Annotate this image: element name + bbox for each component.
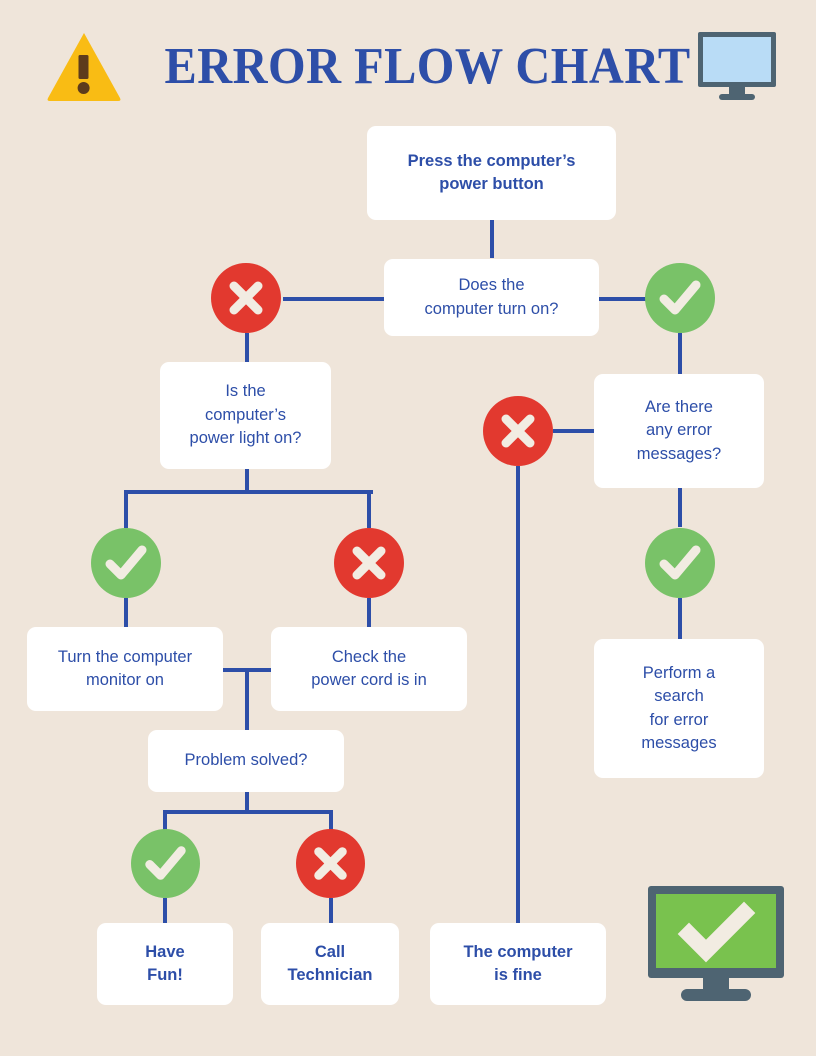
node-turn-monitor-on[interactable]: Turn the computer monitor on [27, 627, 223, 711]
marker-cross-problem-not-solved[interactable] [296, 829, 365, 898]
marker-tick-problem-solved[interactable] [131, 829, 200, 898]
page-header: ERROR FLOW CHART [0, 0, 816, 125]
marker-tick-has-error-messages[interactable] [645, 528, 715, 598]
node-call-technician[interactable]: Call Technician [261, 923, 399, 1005]
marker-cross-power-light-off[interactable] [334, 528, 404, 598]
node-computer-is-fine[interactable]: The computer is fine [430, 923, 606, 1005]
marker-cross-no-error-messages[interactable] [483, 396, 553, 466]
computer-monitor-icon [697, 31, 777, 101]
monitor-success-icon [648, 886, 784, 1002]
node-press-power-button[interactable]: Press the computer’s power button [367, 126, 616, 220]
page-title: ERROR FLOW CHART [164, 38, 691, 95]
node-perform-search[interactable]: Perform a search for error messages [594, 639, 764, 778]
node-are-there-error-messages[interactable]: Are there any error messages? [594, 374, 764, 488]
warning-triangle-icon [46, 30, 122, 102]
node-does-computer-turn-on[interactable]: Does the computer turn on? [384, 259, 599, 336]
node-problem-solved[interactable]: Problem solved? [148, 730, 344, 792]
node-have-fun[interactable]: Have Fun! [97, 923, 233, 1005]
marker-tick-turns-on[interactable] [645, 263, 715, 333]
marker-tick-power-light-on[interactable] [91, 528, 161, 598]
node-is-power-light-on[interactable]: Is the computer’s power light on? [160, 362, 331, 469]
marker-cross-no-turn-on[interactable] [211, 263, 281, 333]
node-check-power-cord[interactable]: Check the power cord is in [271, 627, 467, 711]
